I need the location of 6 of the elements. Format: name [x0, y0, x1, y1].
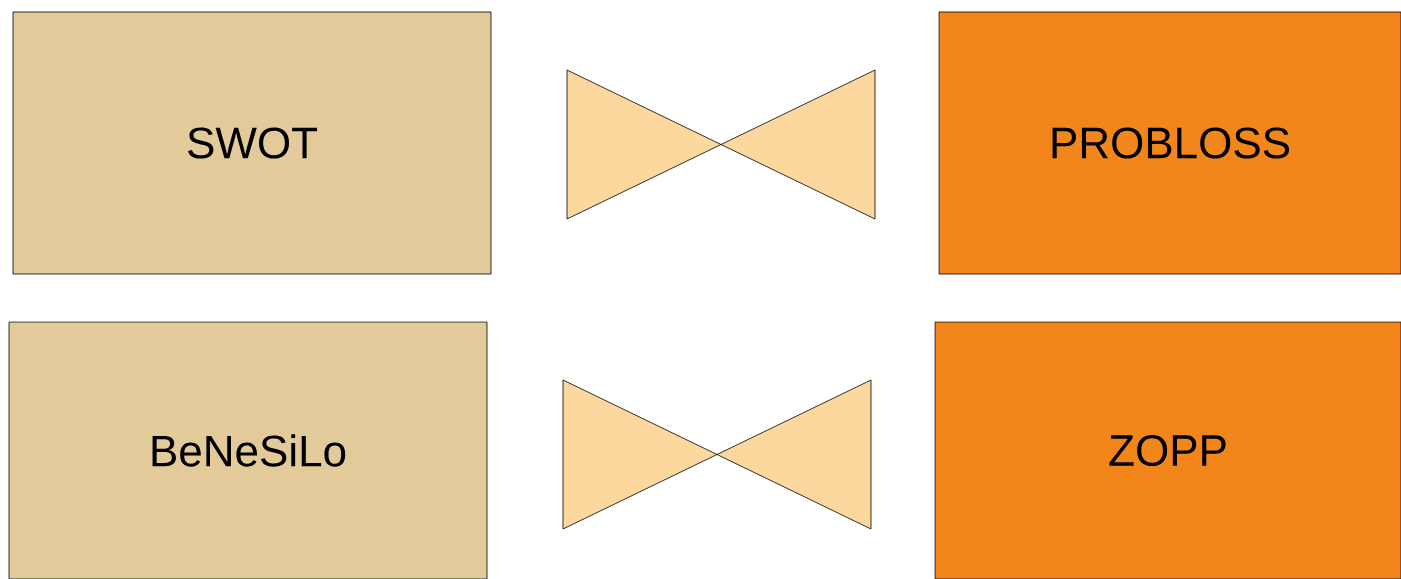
- text-box: SWOT: [12, 11, 492, 275]
- text-box: ZOPP: [934, 321, 1401, 579]
- bowtie-shape: [566, 69, 876, 220]
- text-box: BeNeSiLo: [8, 321, 488, 579]
- bowtie-shape: [562, 379, 872, 530]
- text-box: PROBLOSS: [938, 11, 1401, 275]
